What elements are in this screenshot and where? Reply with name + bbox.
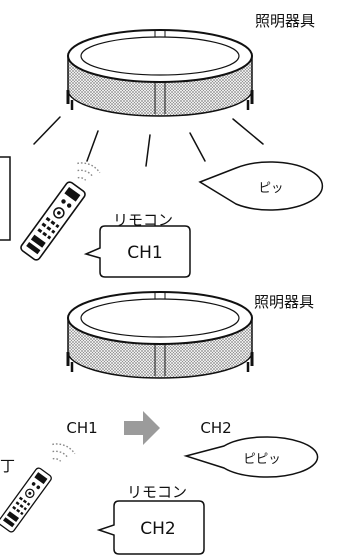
signal-waves-icon [45,438,77,468]
remote-control-icon [0,466,54,534]
ceiling-light-icon [66,28,254,118]
signal-waves-icon [70,157,102,187]
light-rays [33,116,264,167]
beep-balloon [198,161,324,211]
remote-label-top: リモコン [113,211,173,229]
channel-badge-top: CH1 [127,243,162,263]
to-channel-label: CH2 [200,419,231,437]
channel-balloon-top [83,225,191,278]
ceiling-light-icon [66,290,254,380]
channel-badge-bottom: CH2 [140,519,175,539]
cut-glyph: 丁 [0,457,15,475]
from-channel-label: CH1 [66,419,97,437]
remote-control-icon [18,179,88,263]
arrow-right-icon [124,411,160,445]
channel-balloon-bottom [96,500,205,555]
beep-text-top: ピッ [258,180,283,195]
beep-text-bottom: ピピッ [243,451,281,466]
fixture-label-top: 照明器具 [255,12,315,30]
beep-balloon-bottom [183,436,319,478]
left-bracket [0,156,11,241]
remote-label-bottom: リモコン [127,483,187,501]
fixture-label-bottom: 照明器具 [254,293,314,311]
